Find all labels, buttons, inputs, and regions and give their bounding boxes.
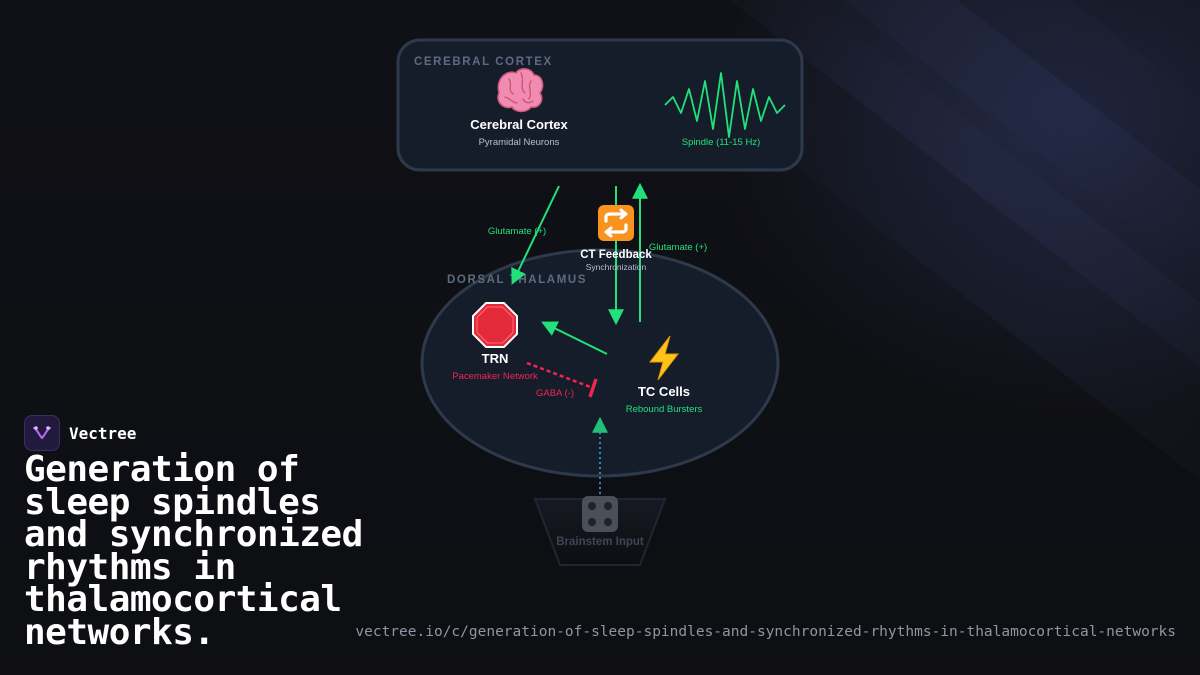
brand-name: Vectree — [69, 423, 137, 443]
brain-icon — [497, 68, 544, 113]
inhibition-bar-icon — [588, 378, 598, 398]
cortex-node-subtitle: Pyramidal Neurons — [479, 137, 560, 148]
brand: Vectree — [24, 415, 136, 451]
thalamus-region — [420, 248, 780, 478]
ct-feedback-subtitle: Synchronization — [586, 262, 647, 272]
edge-cortex-to-trn — [511, 185, 560, 285]
cortex-node-title: Cerebral Cortex — [470, 117, 568, 132]
edge-cortex-to-trn-label: Glutamate (+) — [488, 226, 546, 237]
repeat-icon — [598, 205, 634, 241]
trn-title: TRN — [482, 351, 509, 366]
edge-tc-to-cortex-label: Glutamate (+) — [649, 242, 707, 253]
edge-trn-to-tc-label: GABA (-) — [536, 388, 574, 399]
trn-subtitle: Pacemaker Network — [452, 371, 538, 382]
edge-trn-to-tc — [526, 361, 594, 390]
edge-tc-to-trn — [541, 321, 608, 355]
vectree-logo-icon — [24, 415, 60, 451]
tc-cells-subtitle: Rebound Bursters — [626, 404, 703, 415]
cortex-region-label: CEREBRAL CORTEX — [414, 56, 553, 68]
ct-feedback-title: CT Feedback — [580, 249, 652, 261]
lightning-icon — [648, 335, 680, 381]
source-url[interactable]: vectree.io/c/generation-of-sleep-spindle… — [355, 624, 1176, 640]
page-title: Generation of sleep spindles and synchro… — [24, 449, 363, 653]
spindle-waveform-icon — [664, 72, 786, 138]
spindle-label: Spindle (11-15 Hz) — [682, 137, 761, 148]
dice-icon — [582, 496, 618, 532]
cortex-region — [396, 38, 804, 172]
stop-sign-icon — [472, 302, 518, 348]
tc-cells-title: TC Cells — [638, 384, 690, 399]
brainstem-title: Brainstem Input — [556, 536, 644, 548]
